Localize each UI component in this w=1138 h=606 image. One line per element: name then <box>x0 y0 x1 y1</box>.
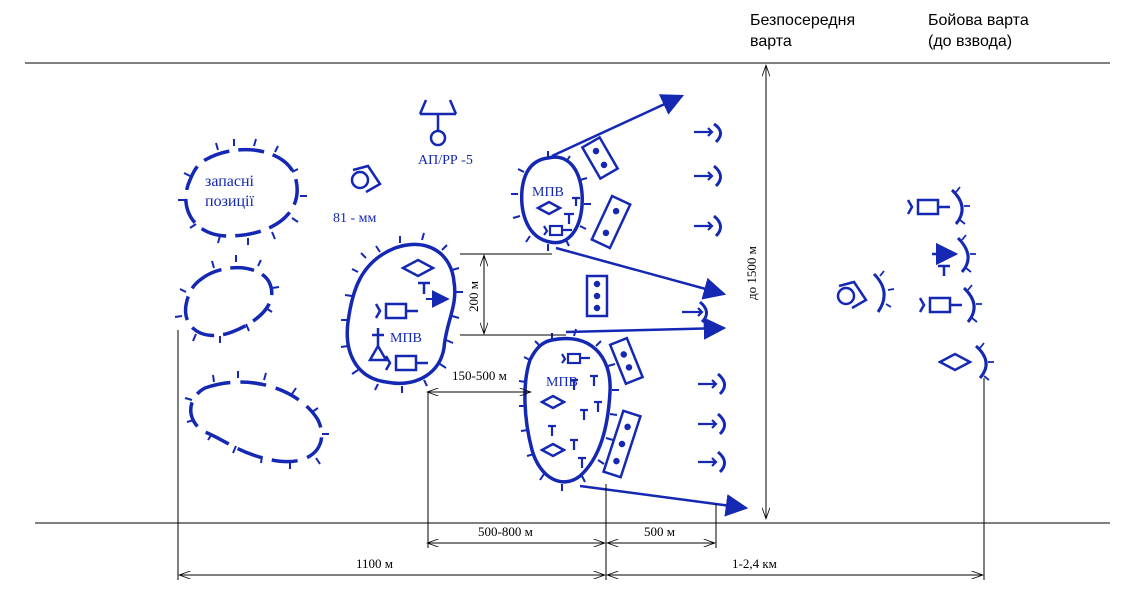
position-top-ticks <box>511 151 591 251</box>
dimension-200-label: 200 м <box>466 281 481 312</box>
command-post-icon <box>367 328 389 362</box>
observation-post-label: АП/РР -5 <box>418 153 473 168</box>
vehicle-diamond-icon <box>539 394 567 410</box>
obstacle-rect-icon <box>590 194 632 250</box>
sentry-icon <box>698 450 726 474</box>
sentry-icon <box>694 164 722 188</box>
antitank-icon <box>932 236 970 276</box>
machine-gun-icon <box>543 224 572 237</box>
obstacle-rect-icon <box>585 274 609 318</box>
mortar-label: 81 - мм <box>333 211 377 226</box>
obstacle-rect-icon <box>580 135 620 181</box>
combat-guard-label-2: (до взвода) <box>928 33 1012 50</box>
position-bottom-label: МПВ <box>546 375 578 390</box>
dimension-200 <box>460 253 566 336</box>
position-left-ticks <box>340 232 463 393</box>
combat-guard-ticks <box>879 186 994 381</box>
vehicle-diamond-icon <box>539 442 567 458</box>
sentry-icon <box>694 214 722 238</box>
direct-guard-label-1: Безпосередня <box>750 12 855 29</box>
position-top-label: МПВ <box>532 185 564 200</box>
position-top-outline <box>519 155 584 245</box>
reserve-oval-top <box>184 147 299 238</box>
position-left-outline <box>345 242 457 385</box>
dimension-150-500-label: 150-500 м <box>452 368 507 383</box>
reserve-positions <box>183 147 324 464</box>
dimension-1-2-4-label: 1-2,4 км <box>732 556 777 571</box>
position-left-label: МПВ <box>390 331 422 346</box>
position-left: МПВ <box>340 232 463 393</box>
extension-lines <box>177 330 985 580</box>
antitank-t-icon <box>580 400 602 420</box>
machine-gun-icon <box>561 352 590 365</box>
dimension-500-label: 500 м <box>644 524 675 539</box>
machine-gun-icon <box>384 354 428 372</box>
observation-post-icon <box>418 99 458 147</box>
antitank-t-icon <box>418 281 430 294</box>
mortar-icon <box>836 272 886 313</box>
machine-gun-icon <box>918 286 976 323</box>
reserve-ticks <box>174 138 329 469</box>
reserve-label-1: запасні <box>205 173 255 190</box>
vehicle-diamond-icon <box>937 344 988 379</box>
fire-sector-lines <box>551 94 749 517</box>
dimension-1500-label: до 1500 м <box>744 246 759 300</box>
combat-guard-label-1: Бойова варта <box>928 12 1029 29</box>
sentry-icon <box>694 122 722 144</box>
reserve-oval-bottom <box>189 380 324 464</box>
dimension-1100-label: 1100 м <box>356 556 393 571</box>
combat-guard-group <box>836 188 988 379</box>
sentry-icon <box>698 412 726 436</box>
sentry-icon <box>698 372 726 396</box>
vehicle-diamond-icon <box>535 200 563 216</box>
antitank-t-icon <box>570 438 586 468</box>
dimension-500-800-label: 500-800 м <box>478 524 533 539</box>
antitank-t-icon <box>570 374 598 390</box>
antitank-t-icon <box>564 196 580 224</box>
sentry-symbols <box>682 122 726 474</box>
sentry-icon <box>682 300 708 324</box>
position-top: МПВ <box>511 151 591 251</box>
reserve-oval-middle <box>183 266 274 338</box>
vehicle-diamond-icon <box>400 258 436 278</box>
machine-gun-icon <box>906 188 964 225</box>
reserve-label-2: позиції <box>205 193 254 210</box>
machine-gun-icon <box>374 302 418 320</box>
obstacle-rectangles <box>580 135 645 479</box>
antitank-t-icon <box>548 424 556 436</box>
mortar-icon <box>350 164 382 194</box>
obstacle-rect-icon <box>608 336 645 386</box>
direct-guard-label-2: варта <box>750 33 792 50</box>
obstacle-rect-icon <box>601 409 643 479</box>
